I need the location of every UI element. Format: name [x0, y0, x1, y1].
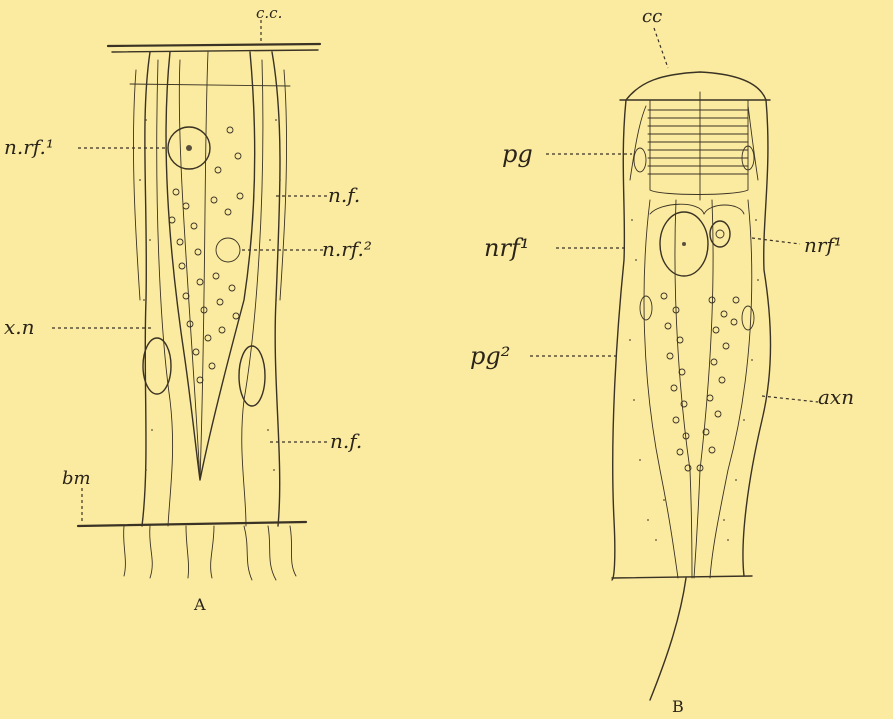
label-a-nf-upper: n.f. — [328, 183, 360, 207]
label-b-axn: axn — [818, 385, 854, 409]
label-a-cc: c.c. — [256, 4, 282, 22]
label-a-xn: x.n — [4, 315, 35, 339]
label-b-pg2: pg² — [470, 342, 510, 370]
caption-b: B — [672, 697, 684, 716]
label-b-cc: cc — [642, 6, 662, 27]
label-a-nrf1: n.rf.¹ — [4, 135, 54, 159]
label-a-bm: bm — [62, 468, 91, 489]
figure-b — [530, 28, 818, 700]
caption-a: A — [193, 595, 206, 614]
label-b-nrf1-right: nrf¹ — [804, 233, 842, 257]
figure-a — [52, 20, 330, 580]
label-a-nrf2: n.rf.² — [322, 237, 372, 261]
label-b-nrf1: nrf¹ — [484, 234, 529, 262]
label-a-nf-lower: n.f. — [330, 429, 362, 453]
label-b-pg: pg — [502, 140, 533, 168]
